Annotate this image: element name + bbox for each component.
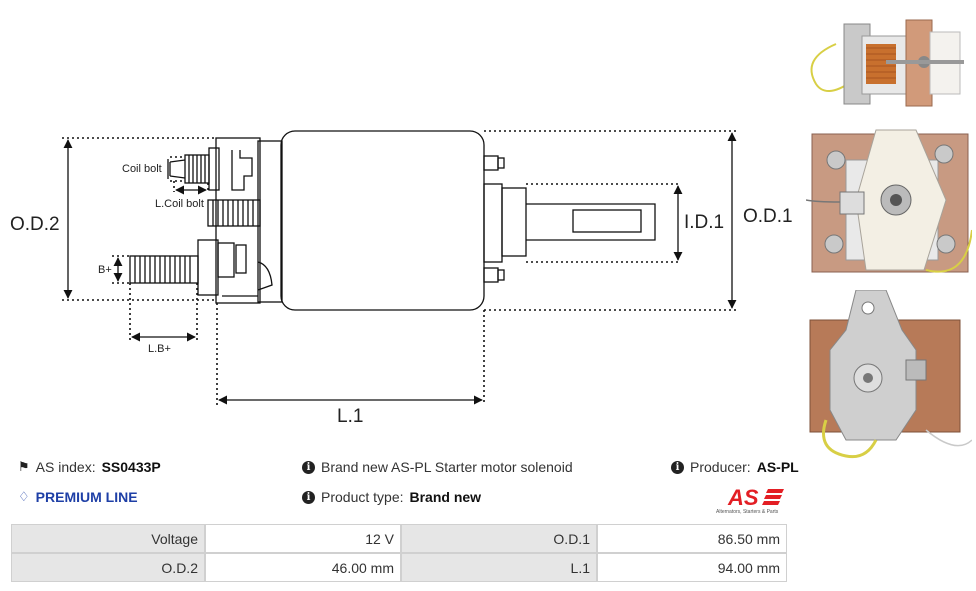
l-coil-bolt-label: L.Coil bolt: [155, 198, 204, 210]
table-row: Voltage 12 V O.D.1 86.50 mm: [11, 524, 787, 553]
spec-label: O.D.2: [11, 553, 205, 582]
producer-value: AS-PL: [756, 459, 799, 475]
od1-label: O.D.1: [743, 206, 793, 227]
tags-icon: ⚑: [18, 459, 30, 474]
logo-tagline: Alternators, Starters & Parts: [716, 509, 779, 515]
premium-line-badge[interactable]: ♢ PREMIUM LINE: [18, 489, 138, 505]
solenoid-side-photo: [810, 19, 964, 107]
spec-value: 46.00 mm: [205, 553, 401, 582]
solenoid-terminal-photo: [806, 129, 972, 273]
id1-label: I.D.1: [684, 212, 724, 233]
lbplus-label: L.B+: [148, 343, 171, 355]
description-text: Brand new AS-PL Starter motor solenoid: [321, 459, 573, 475]
logo-text: AS: [727, 485, 759, 510]
coil-bolt-label: Coil bolt: [122, 163, 162, 175]
producer-label: Producer:: [690, 459, 751, 475]
specs-table: Voltage 12 V O.D.1 86.50 mm O.D.2 46.00 …: [11, 524, 787, 582]
spec-value: 12 V: [205, 524, 401, 553]
table-row: O.D.2 46.00 mm L.1 94.00 mm: [11, 553, 787, 582]
product-type-value: Brand new: [409, 489, 482, 505]
product-description: i Brand new AS-PL Starter motor solenoid: [302, 459, 573, 475]
solenoid-bracket-photo: [809, 290, 972, 459]
premium-line-label: PREMIUM LINE: [35, 489, 138, 505]
product-type: i Product type: Brand new: [302, 489, 481, 505]
spec-value: 86.50 mm: [597, 524, 787, 553]
spec-label: L.1: [401, 553, 597, 582]
as-pl-logo: AS Alternators, Starters & Parts: [716, 485, 784, 515]
technical-drawing: O.D.2 O.D.1 I.D.1 L.1 Coil bolt L.Coil b…: [10, 130, 793, 427]
as-index-label: AS index:: [35, 459, 96, 475]
od2-label: O.D.2: [10, 214, 60, 235]
info-icon: i: [302, 460, 315, 474]
bplus-label: B+: [98, 264, 112, 276]
diamond-icon: ♢: [18, 489, 30, 504]
as-index: ⚑ AS index: SS0433P: [18, 459, 161, 475]
producer: i Producer: AS-PL: [671, 459, 799, 475]
info-icon: i: [671, 460, 684, 474]
info-icon: i: [302, 490, 315, 504]
as-index-value: SS0433P: [101, 459, 161, 475]
product-type-label: Product type:: [321, 489, 404, 505]
spec-label: O.D.1: [401, 524, 597, 553]
spec-label: Voltage: [11, 524, 205, 553]
spec-value: 94.00 mm: [597, 553, 787, 582]
l1-label: L.1: [337, 406, 363, 427]
